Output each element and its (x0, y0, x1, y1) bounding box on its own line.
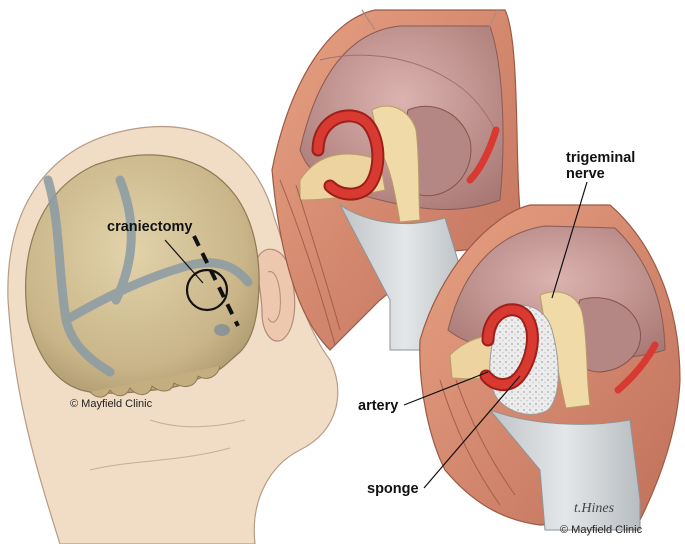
label-sponge: sponge (367, 481, 419, 497)
copyright-left: © Mayfield Clinic (70, 398, 153, 410)
incision-dashed-line (192, 235, 240, 327)
head-illustration (7, 126, 339, 544)
surgical-view-bottom (419, 204, 681, 531)
craniectomy-circle (185, 268, 229, 312)
label-trigeminal-line1: trigeminal (566, 150, 636, 166)
retractor-bottom (488, 408, 641, 531)
suture-lines (43, 175, 253, 377)
artery-leader (403, 371, 489, 406)
label-craniectomy: craniectomy (107, 219, 193, 235)
label-artery: artery (358, 398, 399, 414)
artist-signature: t.Hines (574, 501, 615, 516)
label-trigeminal-line2: nerve (566, 166, 605, 182)
surgical-view-top (271, 9, 521, 351)
copyright-right: © Mayfield Clinic (560, 524, 643, 536)
craniectomy-leader (164, 239, 204, 284)
label-trigeminal-nerve: trigeminal nerve (566, 150, 635, 182)
trigeminal-leader (551, 181, 588, 299)
sponge-leader (423, 375, 521, 489)
leader-lines (164, 181, 588, 489)
